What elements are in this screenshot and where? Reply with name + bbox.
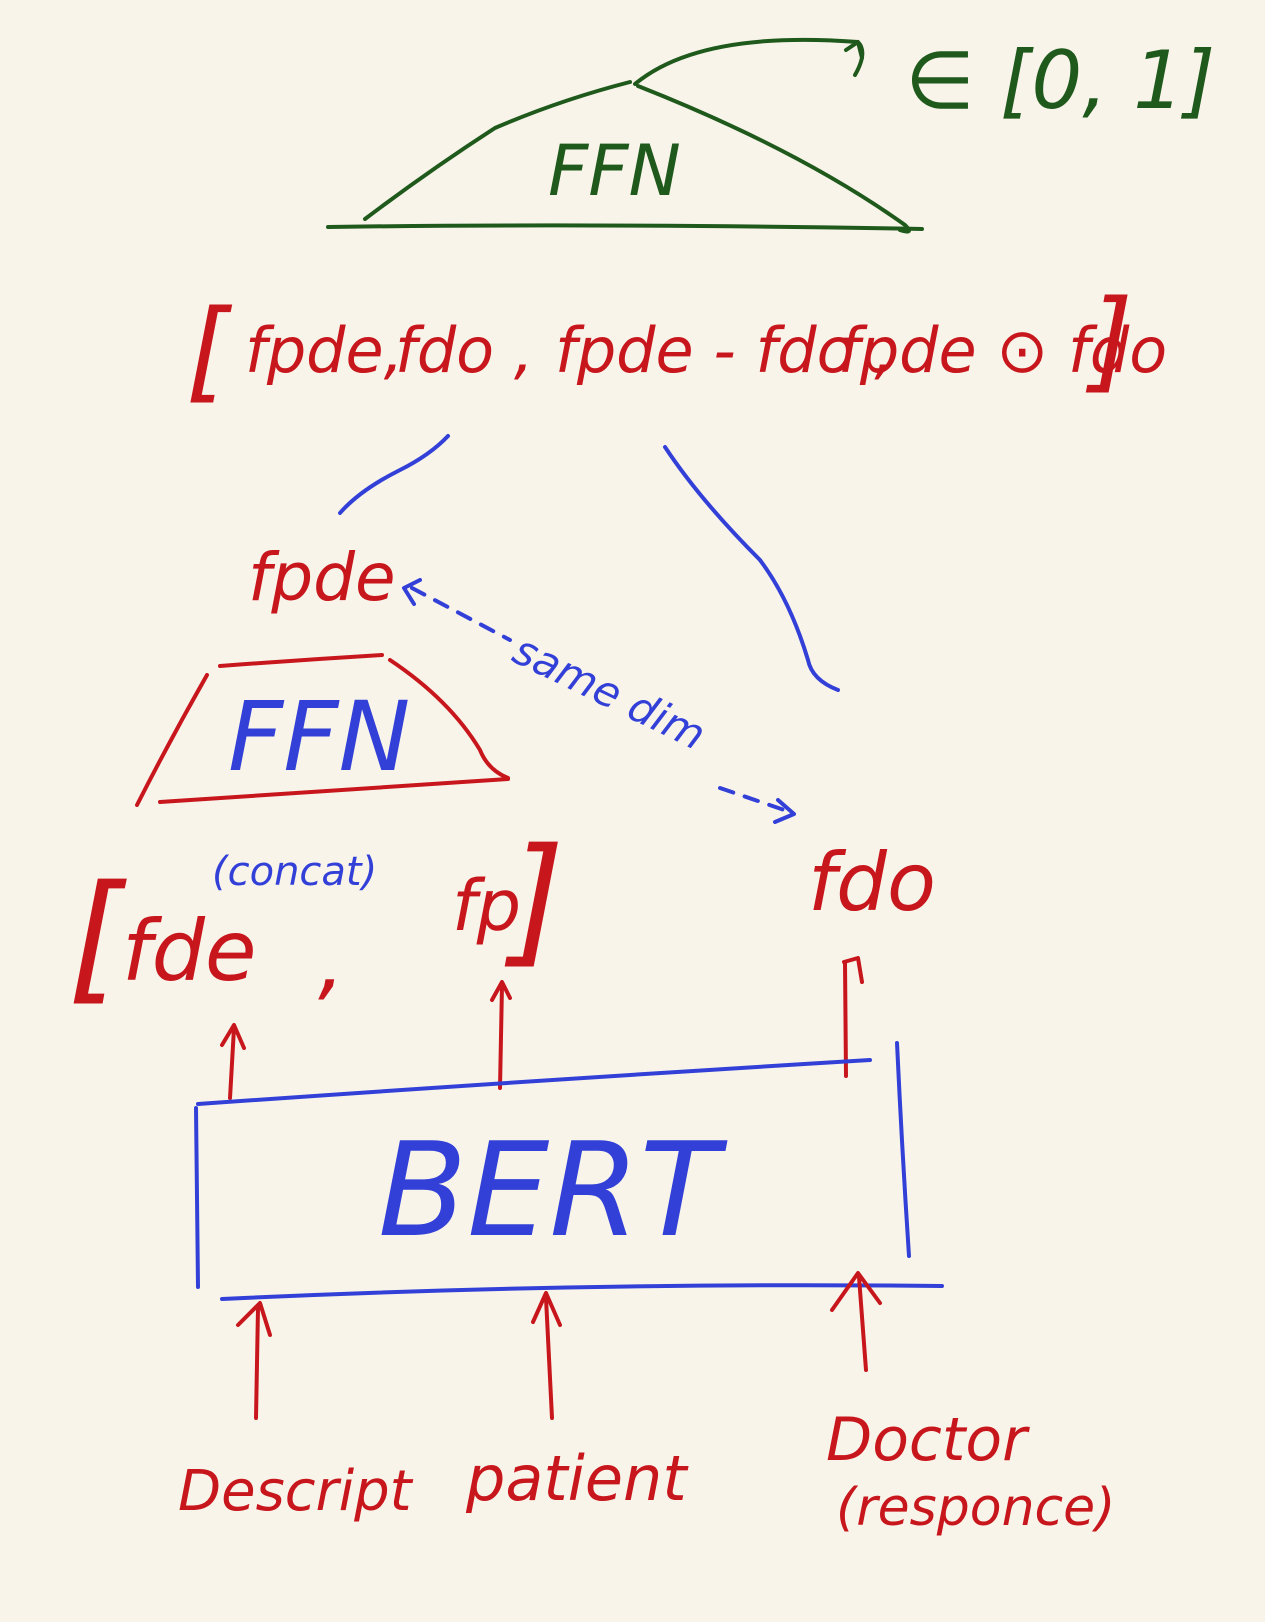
- arrow-to-fdo: [842, 956, 864, 1078]
- lower-ffn-label: FFN: [228, 681, 410, 793]
- bert-input-arrows: [236, 1271, 882, 1420]
- same-dim-arrow-left: [410, 586, 512, 642]
- fpde-label: fpde: [248, 539, 396, 616]
- same-dim-arrow-right: [718, 786, 792, 814]
- top-ffn-left-slope: [363, 80, 632, 221]
- feature-vector-open-bracket: [: [186, 286, 233, 414]
- top-ffn-base-line: [326, 223, 924, 231]
- output-range-label: ∈ [0, 1]: [905, 34, 1215, 127]
- bert-box: BERT: [194, 1041, 944, 1301]
- concat-comma: ,: [318, 912, 345, 1010]
- lower-ffn-left-edge: [135, 673, 209, 807]
- feature-vector: [ fpde, fdo , fpde - fdo , fpde ⊙ fdo ]: [186, 276, 1167, 414]
- concat-fde: fde: [122, 902, 257, 1000]
- bert-bottom-edge: [220, 1283, 944, 1301]
- input-labels: Descript patient Doctor (responce): [178, 1405, 1115, 1538]
- bert-left-edge: [194, 1106, 200, 1289]
- top-ffn: FFN ∈ [0, 1]: [326, 34, 1215, 234]
- connector-fdo: [663, 445, 840, 692]
- feature-term-difference: fpde - fdo ,: [555, 314, 894, 387]
- lower-ffn-top-edge: [218, 653, 384, 668]
- concat-fp: fp: [452, 865, 521, 947]
- arrow-from-descript: [236, 1301, 272, 1420]
- arrow-to-fde: [220, 1023, 246, 1100]
- feature-term-fdo: fdo ,: [395, 314, 534, 387]
- concat-open-bracket: [: [68, 856, 127, 1019]
- concat-note: (concat): [212, 849, 377, 895]
- arrow-from-doctor: [830, 1271, 882, 1372]
- bert-label: BERT: [378, 1114, 728, 1266]
- lower-ffn: FFN: [135, 653, 510, 807]
- concat-vector: [ fde , fp ] (concat): [68, 819, 565, 1019]
- same-dim-annotation: same dim: [402, 578, 796, 824]
- arrow-from-patient: [531, 1291, 562, 1420]
- fdo-label: fdo: [808, 836, 936, 929]
- bert-top-edge: [196, 1058, 872, 1106]
- feature-term-product: fpde ⊙ fdo: [838, 314, 1167, 387]
- output-arrow: [633, 37, 865, 86]
- concat-close-bracket: ]: [504, 819, 565, 982]
- input-patient: patient: [465, 1442, 689, 1515]
- input-descript: Descript: [178, 1459, 414, 1524]
- top-ffn-label: FFN: [548, 130, 681, 212]
- bert-right-edge: [895, 1041, 911, 1258]
- bert-output-arrows: [220, 956, 864, 1100]
- connector-fpde: [338, 434, 450, 515]
- arrow-to-fp: [490, 980, 512, 1090]
- input-doctor-note: (responce): [836, 1478, 1115, 1538]
- same-dim-arrowhead-left: [402, 578, 422, 606]
- lower-ffn-bottom-edge: [158, 777, 510, 804]
- input-doctor: Doctor: [826, 1405, 1030, 1475]
- same-dim-arrowhead-right: [773, 798, 796, 824]
- lower-ffn-right-edge: [388, 658, 510, 780]
- feature-vector-close-bracket: ]: [1085, 276, 1133, 404]
- feature-term-fpde: fpde,: [245, 314, 403, 387]
- top-ffn-right-slope: [636, 84, 911, 234]
- same-dim-label: same dim: [506, 625, 714, 760]
